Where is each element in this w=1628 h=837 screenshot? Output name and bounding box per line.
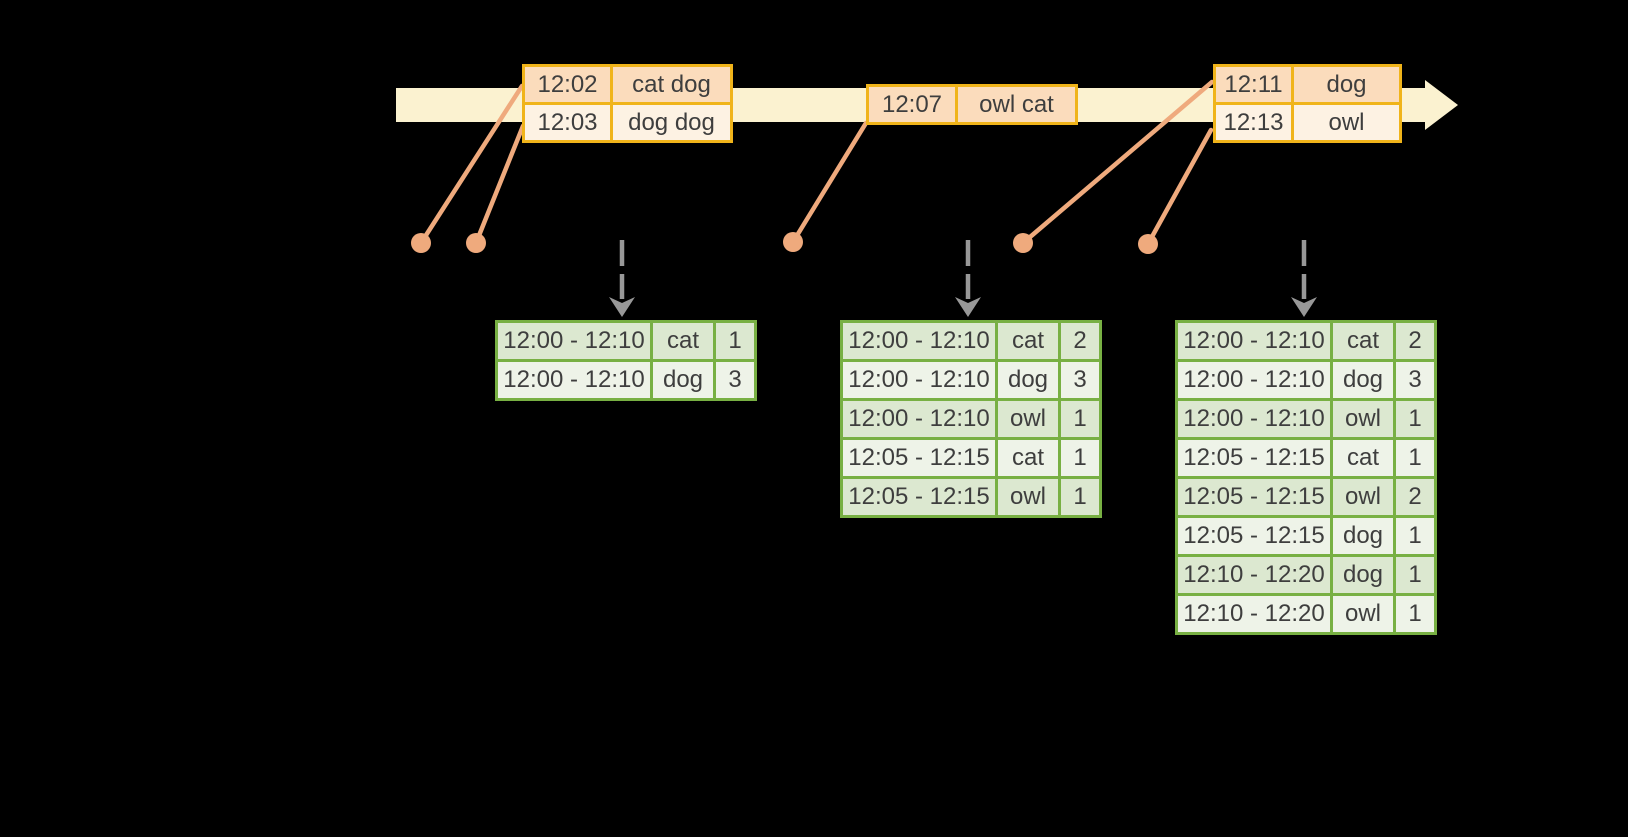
event-table-3: 12:11 dog 12:13 owl	[1213, 64, 1402, 143]
count-cell: 2	[1396, 323, 1434, 359]
word-cell: cat	[998, 440, 1058, 476]
event-time: 12:07	[869, 87, 955, 122]
count-cell: 1	[1396, 557, 1434, 593]
event-time: 12:13	[1216, 105, 1291, 140]
trigger-arrowhead-icon	[955, 297, 981, 317]
word-cell: dog	[1333, 518, 1393, 554]
event-connector-line	[1145, 127, 1214, 247]
window-cell: 12:00 - 12:10	[1178, 323, 1330, 359]
trigger-arrowhead-icon	[609, 297, 635, 317]
window-cell: 12:00 - 12:10	[843, 362, 995, 398]
trigger-arrowhead-icon	[1291, 297, 1317, 317]
window-cell: 12:00 - 12:10	[498, 362, 650, 398]
event-connector-line	[473, 123, 526, 246]
event-time: 12:02	[525, 67, 610, 102]
word-cell: owl	[998, 401, 1058, 437]
window-cell: 12:00 - 12:10	[843, 323, 995, 359]
word-cell: cat	[653, 323, 713, 359]
word-cell: owl	[1333, 479, 1393, 515]
event-table-2: 12:07 owl cat	[866, 84, 1078, 125]
event-dot	[411, 233, 431, 253]
count-cell: 1	[1061, 479, 1099, 515]
timeline-arrowhead-icon	[1425, 80, 1458, 130]
window-cell: 12:05 - 12:15	[843, 479, 995, 515]
word-cell: dog	[1333, 362, 1393, 398]
window-cell: 12:05 - 12:15	[1178, 479, 1330, 515]
word-cell: cat	[1333, 323, 1393, 359]
event-words: owl cat	[958, 87, 1075, 122]
result-table-3: 12:00 - 12:10 cat 2 12:00 - 12:10 dog 3 …	[1175, 320, 1437, 635]
window-cell: 12:10 - 12:20	[1178, 557, 1330, 593]
event-dot	[1138, 234, 1158, 254]
event-dot	[466, 233, 486, 253]
count-cell: 1	[1396, 401, 1434, 437]
event-connector-line	[790, 120, 869, 245]
event-time: 12:11	[1216, 67, 1291, 102]
count-cell: 1	[1061, 401, 1099, 437]
event-words: owl	[1294, 105, 1399, 140]
word-cell: cat	[1333, 440, 1393, 476]
word-cell: owl	[1333, 596, 1393, 632]
window-cell: 12:00 - 12:10	[843, 401, 995, 437]
event-words: cat dog	[613, 67, 730, 102]
window-cell: 12:05 - 12:15	[1178, 518, 1330, 554]
window-cell: 12:00 - 12:10	[1178, 362, 1330, 398]
event-time: 12:03	[525, 105, 610, 140]
count-cell: 3	[1061, 362, 1099, 398]
count-cell: 1	[1396, 596, 1434, 632]
word-cell: cat	[998, 323, 1058, 359]
event-words: dog dog	[613, 105, 730, 140]
event-dot	[783, 232, 803, 252]
window-cell: 12:05 - 12:15	[843, 440, 995, 476]
count-cell: 2	[1061, 323, 1099, 359]
result-table-1: 12:00 - 12:10 cat 1 12:00 - 12:10 dog 3	[495, 320, 757, 401]
result-table-2: 12:00 - 12:10 cat 2 12:00 - 12:10 dog 3 …	[840, 320, 1102, 518]
count-cell: 1	[716, 323, 754, 359]
window-cell: 12:10 - 12:20	[1178, 596, 1330, 632]
word-cell: dog	[653, 362, 713, 398]
word-cell: dog	[998, 362, 1058, 398]
count-cell: 2	[1396, 479, 1434, 515]
count-cell: 1	[1396, 518, 1434, 554]
event-dot	[1013, 233, 1033, 253]
count-cell: 1	[1061, 440, 1099, 476]
event-connector-line	[418, 83, 525, 246]
event-table-1: 12:02 cat dog 12:03 dog dog	[522, 64, 733, 143]
count-cell: 3	[1396, 362, 1434, 398]
word-cell: dog	[1333, 557, 1393, 593]
window-cell: 12:00 - 12:10	[1178, 401, 1330, 437]
word-cell: owl	[1333, 401, 1393, 437]
count-cell: 3	[716, 362, 754, 398]
window-cell: 12:05 - 12:15	[1178, 440, 1330, 476]
word-cell: owl	[998, 479, 1058, 515]
count-cell: 1	[1396, 440, 1434, 476]
event-connector-line	[1020, 79, 1215, 246]
event-words: dog	[1294, 67, 1399, 102]
window-cell: 12:00 - 12:10	[498, 323, 650, 359]
